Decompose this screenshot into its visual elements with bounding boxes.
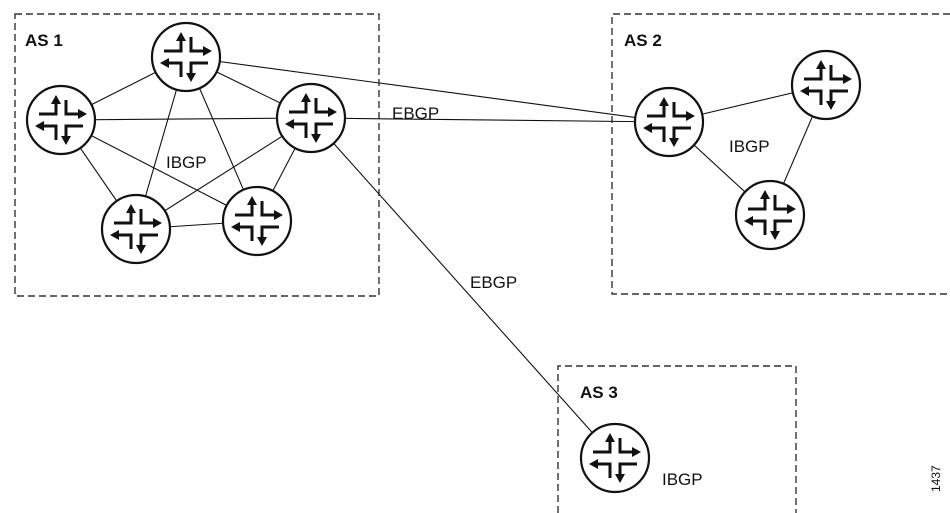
as3-label: AS 3: [580, 383, 618, 402]
as1-boundary: [14, 13, 380, 297]
ebgp-label-as1-as3: EBGP: [470, 273, 517, 292]
router-icon: [100, 193, 172, 265]
router-icon: [150, 21, 222, 93]
router-icon: [633, 86, 705, 158]
as1-ibgp-label: IBGP: [166, 153, 207, 172]
as2-ibgp-label: IBGP: [729, 137, 770, 156]
as3-ibgp-label: IBGP: [662, 470, 703, 489]
as2-boundary: [611, 13, 950, 295]
as3-boundary: [557, 365, 797, 513]
router-icon: [25, 84, 97, 156]
as2-label: AS 2: [624, 31, 662, 50]
figure-id: 1437: [929, 465, 943, 492]
router-icon: [221, 185, 293, 257]
ibgp-link: [60, 117, 312, 121]
ebgp-link-as1-as2: [310, 117, 670, 123]
router-icon: [275, 82, 347, 154]
router-icon: [579, 422, 651, 494]
ibgp-link: [60, 119, 258, 222]
as1-label: AS 1: [25, 31, 63, 50]
router-icon: [790, 49, 862, 121]
ebgp-link-as1-as2: [185, 56, 670, 123]
router-icon: [734, 179, 806, 251]
ebgp-label-as1-as2: EBGP: [392, 104, 439, 123]
ebgp-link-as1-as3: [310, 117, 616, 459]
